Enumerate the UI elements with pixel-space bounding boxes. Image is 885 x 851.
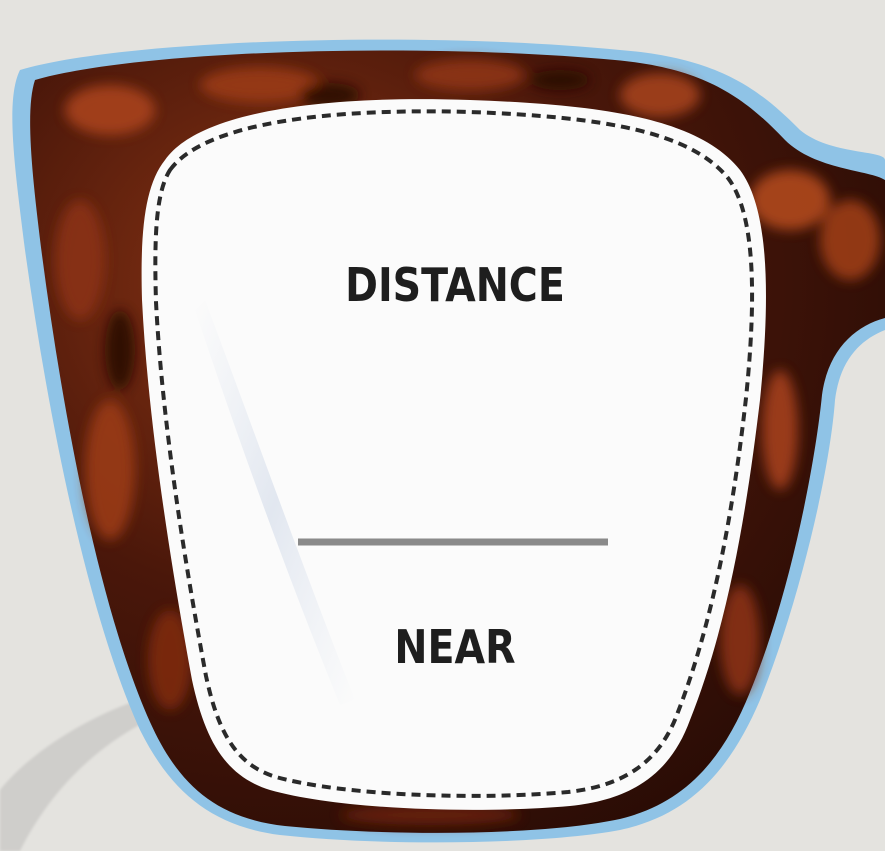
lens: [142, 99, 766, 810]
near-label: NEAR: [348, 620, 563, 674]
distance-label: DISTANCE: [322, 258, 589, 312]
